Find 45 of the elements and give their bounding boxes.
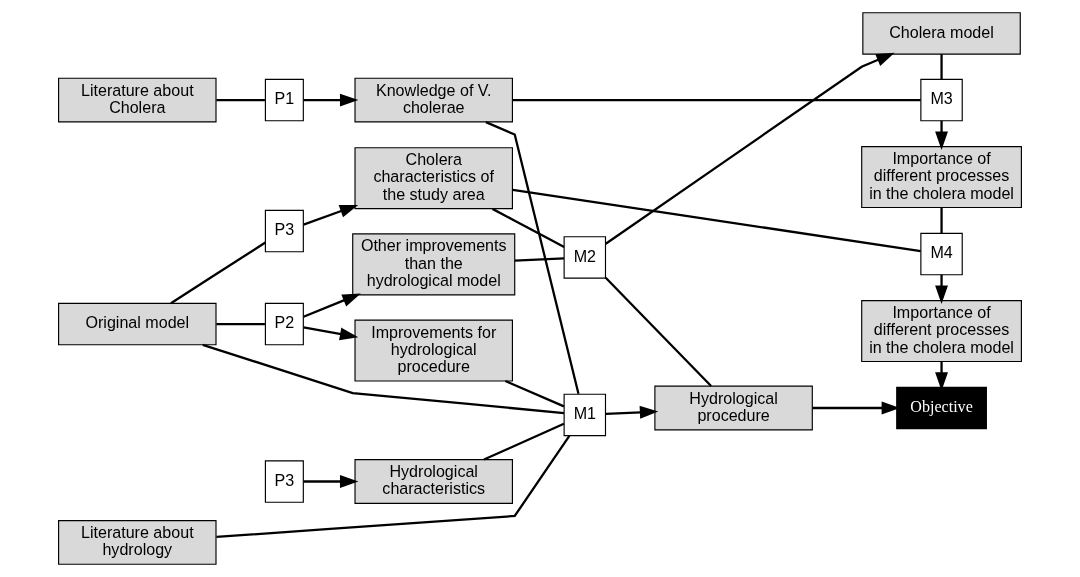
node-box: M3 xyxy=(920,78,963,122)
node-box: M2 xyxy=(563,236,607,279)
connector xyxy=(514,257,565,262)
node-box: M1 xyxy=(563,393,607,437)
node-box: Improvements for hydrological procedure xyxy=(354,319,513,382)
arrow xyxy=(303,293,361,318)
arrow xyxy=(605,405,659,419)
node-box: Cholera model xyxy=(862,12,1021,55)
arrow xyxy=(303,204,359,226)
node-box: P3 xyxy=(264,460,304,503)
node-box: P1 xyxy=(264,78,304,122)
connector xyxy=(202,343,565,415)
arrow xyxy=(303,93,359,107)
node-box: P2 xyxy=(264,302,304,346)
arrow xyxy=(303,475,359,488)
arrow xyxy=(935,274,948,304)
node-box: Hydrological procedure xyxy=(654,385,813,431)
connector xyxy=(216,322,265,326)
connector xyxy=(940,207,943,234)
connector xyxy=(491,207,565,249)
connector xyxy=(512,98,921,102)
arrow xyxy=(303,326,359,341)
connector xyxy=(483,422,565,461)
node-box: Hydrological characteristics xyxy=(354,459,513,504)
connector xyxy=(940,54,943,80)
connector xyxy=(485,121,580,395)
arrow xyxy=(605,52,895,245)
node-box: P3 xyxy=(264,209,304,253)
connector xyxy=(170,241,266,305)
node-box: Other improvements than the hydrological model xyxy=(352,233,516,296)
node-box: Importance of different processes in the cholera model xyxy=(861,300,1022,363)
node-box: Knowledge of V. cholerae xyxy=(354,77,513,123)
connector xyxy=(512,188,921,253)
node-box: Importance of different processes in the cholera model xyxy=(861,146,1022,209)
node-box: Objective xyxy=(896,386,987,430)
node-box: Cholera characteristics of the study area xyxy=(354,147,513,210)
node-box: Literature about Cholera xyxy=(58,77,217,123)
node-box: Literature about hydrology xyxy=(58,520,217,565)
connector xyxy=(216,98,265,102)
node-box: Original model xyxy=(58,302,217,346)
connector xyxy=(216,435,571,539)
connector xyxy=(604,276,712,387)
node-box: M4 xyxy=(920,232,963,276)
connector xyxy=(504,379,565,408)
arrow xyxy=(935,120,948,150)
